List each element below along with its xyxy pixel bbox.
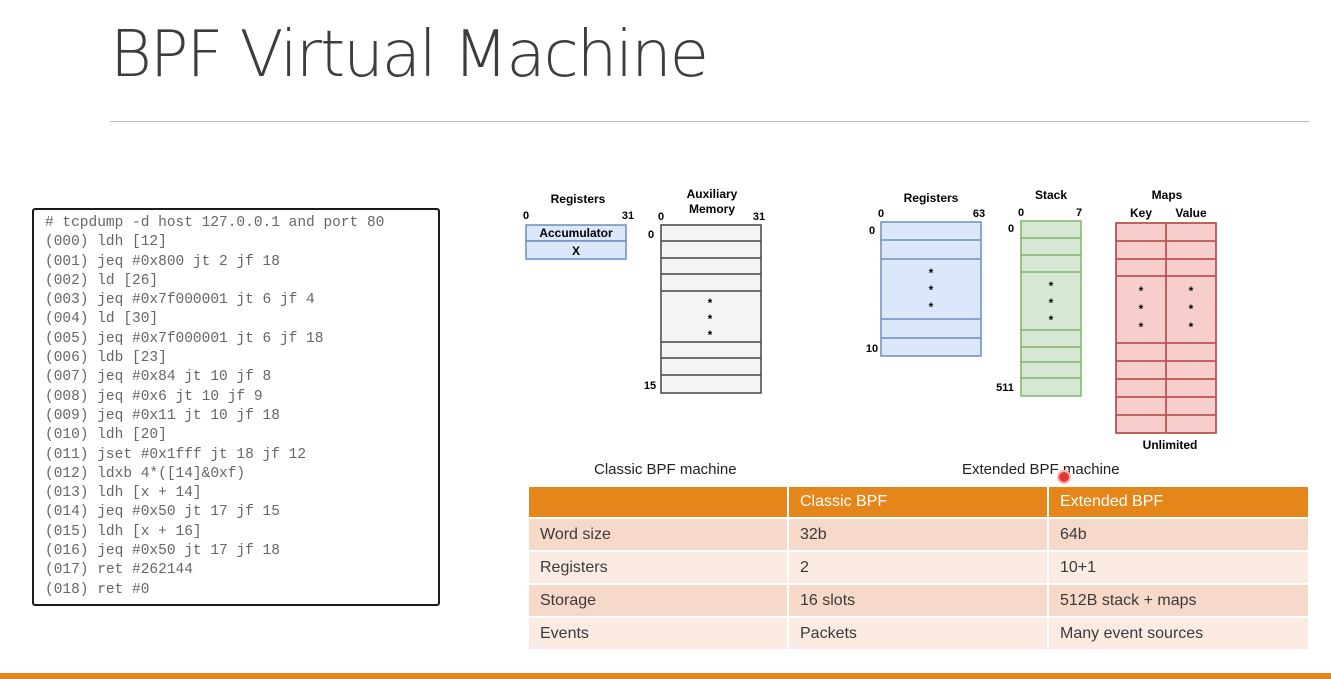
code-line: (009) jeq #0x11 jt 10 jf 18 bbox=[45, 407, 280, 424]
code-line: (013) ldh [x + 14] bbox=[45, 485, 202, 502]
maps-key-label: Key bbox=[1130, 206, 1152, 220]
table-header-cell: Classic BPF bbox=[788, 487, 1049, 518]
code-line: (016) jeq #0x50 jt 17 jf 18 bbox=[45, 543, 280, 560]
maps-key-ellipsis-dot: * bbox=[1139, 284, 1144, 298]
stack-bit-end: 7 bbox=[1076, 207, 1082, 219]
stack-label: Stack bbox=[1035, 188, 1067, 202]
table-cell: Registers bbox=[529, 550, 789, 584]
maps-label: Maps bbox=[1152, 188, 1183, 202]
maps-key-ellipsis-dot: * bbox=[1139, 320, 1144, 334]
maps-block bbox=[1115, 222, 1217, 434]
table-cell: 512B stack + maps bbox=[1048, 583, 1308, 617]
extended-caption: Extended BPF machine bbox=[962, 461, 1120, 478]
code-line: (017) ret #262144 bbox=[45, 562, 193, 579]
table-cell: 10+1 bbox=[1048, 550, 1308, 584]
code-line: (007) jeq #0x84 jt 10 jf 8 bbox=[45, 369, 272, 386]
classic-caption: Classic BPF machine bbox=[594, 461, 737, 478]
code-line: (003) jeq #0x7f000001 jt 6 jf 4 bbox=[45, 292, 315, 309]
maps-value-ellipsis-dot: * bbox=[1189, 284, 1194, 298]
code-line: (005) jeq #0x7f000001 jt 6 jf 18 bbox=[45, 330, 324, 347]
classic-registers-label: Registers bbox=[551, 192, 606, 206]
stack-last-index: 511 bbox=[996, 382, 1014, 394]
aux-memory-label-line1: Auxiliary bbox=[687, 187, 738, 201]
comparison-table: Classic BPF Extended BPF Word size 32b 6… bbox=[529, 487, 1308, 649]
stack-first-index: 0 bbox=[1008, 223, 1014, 235]
code-line: (001) jeq #0x800 jt 2 jf 18 bbox=[45, 253, 280, 270]
maps-footer-label: Unlimited bbox=[1143, 438, 1198, 452]
code-line: (010) ldh [20] bbox=[45, 427, 167, 444]
table-row: Storage 16 slots 512B stack + maps bbox=[529, 583, 1308, 617]
bpf-machine-diagram: Registers 0 31 Accumulator X Auxiliary M… bbox=[523, 187, 1217, 452]
ebpf-reg-last-index: 10 bbox=[866, 343, 878, 355]
table-cell: 64b bbox=[1048, 517, 1308, 551]
table-header-cell bbox=[529, 487, 789, 518]
x-register bbox=[525, 240, 627, 260]
code-line: (015) ldh [x + 16] bbox=[45, 523, 202, 540]
code-line: (011) jset #0x1fff jt 18 jf 12 bbox=[45, 446, 307, 463]
ebpf-reg-ellipsis-dot: * bbox=[929, 300, 934, 314]
stack-bit-start: 0 bbox=[1018, 207, 1024, 219]
stack-block bbox=[1020, 220, 1082, 397]
accumulator-label: Accumulator bbox=[539, 226, 613, 240]
maps-key-ellipsis-dot: * bbox=[1139, 302, 1144, 316]
table-cell: 32b bbox=[788, 517, 1049, 551]
table-header-cell: Extended BPF bbox=[1048, 487, 1308, 518]
ebpf-reg-bit-start: 0 bbox=[878, 208, 884, 220]
stack-ellipsis-dot: * bbox=[1049, 296, 1054, 310]
ebpf-reg-bit-end: 63 bbox=[973, 208, 985, 220]
aux-ellipsis-dot: * bbox=[708, 328, 713, 342]
aux-ellipsis-dot: * bbox=[708, 296, 713, 310]
code-line: (004) ld [30] bbox=[45, 311, 159, 328]
stack-ellipsis-dot: * bbox=[1049, 313, 1054, 327]
x-register-label: X bbox=[572, 244, 580, 258]
table-cell: Storage bbox=[529, 583, 789, 617]
classic-reg-bit-end: 31 bbox=[622, 210, 634, 222]
ebpf-reg-ellipsis-dot: * bbox=[929, 266, 934, 280]
aux-first-index: 0 bbox=[648, 229, 654, 241]
table-cell: Events bbox=[529, 616, 789, 649]
title-divider bbox=[110, 121, 1309, 122]
ebpf-reg-first-index: 0 bbox=[869, 225, 875, 237]
table-cell: 16 slots bbox=[788, 583, 1049, 617]
code-line: (006) ldb [23] bbox=[45, 350, 167, 367]
table-cell: 2 bbox=[788, 550, 1049, 584]
table-row: Registers 2 10+1 bbox=[529, 550, 1308, 584]
classic-reg-bit-start: 0 bbox=[523, 210, 529, 222]
aux-bit-start: 0 bbox=[658, 211, 664, 223]
maps-value-ellipsis-dot: * bbox=[1189, 320, 1194, 334]
code-line: (014) jeq #0x50 jt 17 jf 15 bbox=[45, 504, 280, 521]
bottom-accent-bar bbox=[0, 673, 1331, 679]
table-cell: Many event sources bbox=[1048, 616, 1308, 649]
ebpf-reg-ellipsis-dot: * bbox=[929, 283, 934, 297]
tcpdump-code-box: # tcpdump -d host 127.0.0.1 and port 80 … bbox=[32, 208, 440, 606]
code-line: (018) ret #0 bbox=[45, 581, 150, 598]
aux-memory-label-line2: Memory bbox=[689, 202, 735, 216]
maps-value-label: Value bbox=[1175, 206, 1207, 220]
table-row: Events Packets Many event sources bbox=[529, 616, 1308, 649]
ebpf-registers-block bbox=[880, 221, 982, 357]
code-line: (000) ldh [12] bbox=[45, 234, 167, 251]
aux-ellipsis-dot: * bbox=[708, 312, 713, 326]
code-line: (012) ldxb 4*([14]&0xf) bbox=[45, 465, 246, 482]
aux-bit-end: 31 bbox=[753, 211, 765, 223]
table-cell: Packets bbox=[788, 616, 1049, 649]
stack-ellipsis-dot: * bbox=[1049, 279, 1054, 293]
slide-title: BPF Virtual Machine bbox=[110, 18, 709, 92]
maps-value-ellipsis-dot: * bbox=[1189, 302, 1194, 316]
aux-last-index: 15 bbox=[644, 380, 656, 392]
ebpf-registers-label: Registers bbox=[904, 191, 959, 205]
code-line: # tcpdump -d host 127.0.0.1 and port 80 bbox=[45, 215, 385, 231]
aux-memory-block bbox=[660, 224, 762, 394]
pointer-cursor-dot bbox=[1059, 472, 1069, 482]
table-cell: Word size bbox=[529, 517, 789, 551]
table-row: Word size 32b 64b bbox=[529, 517, 1308, 551]
code-line: (002) ld [26] bbox=[45, 272, 159, 289]
table-header-row: Classic BPF Extended BPF bbox=[529, 487, 1308, 518]
code-line: (008) jeq #0x6 jt 10 jf 9 bbox=[45, 388, 263, 405]
